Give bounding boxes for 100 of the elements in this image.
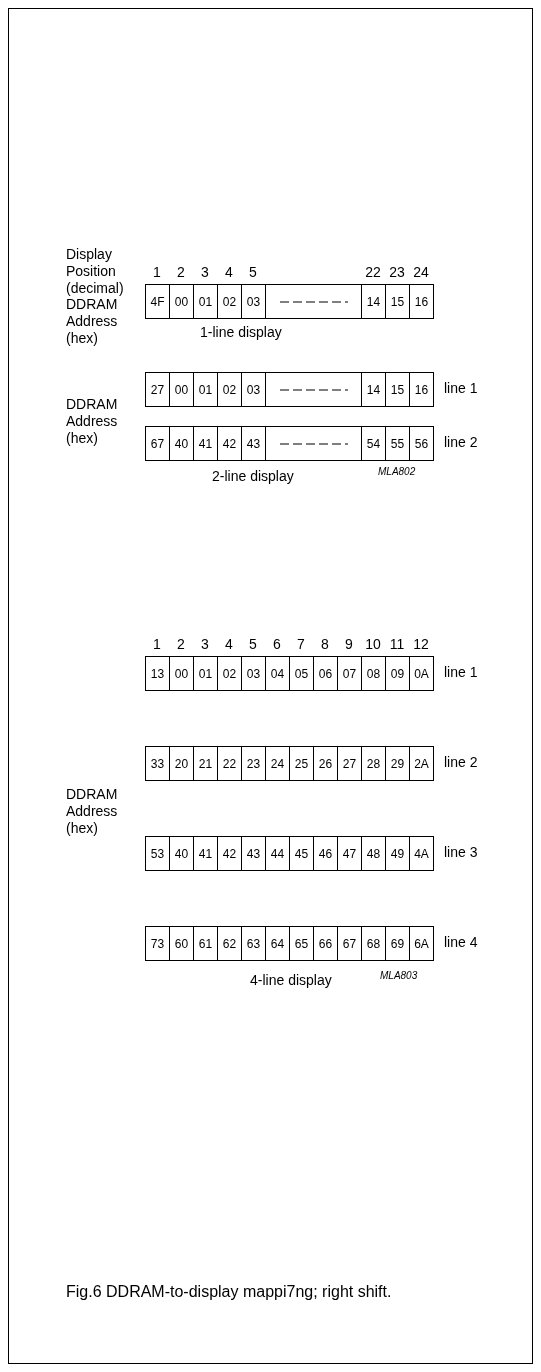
display-type-label: 2-line display xyxy=(212,468,294,485)
position-number: 23 xyxy=(388,264,406,281)
address-cell: 21 xyxy=(193,746,218,781)
line-label: line 2 xyxy=(444,754,478,771)
figure-code: MLA803 xyxy=(380,970,418,982)
address-cell: 20 xyxy=(169,746,194,781)
address-cell: 05 xyxy=(289,656,314,691)
address-cell: 42 xyxy=(217,426,242,461)
address-cell: 15 xyxy=(385,372,410,407)
address-cell: 65 xyxy=(289,926,314,961)
address-cell: 27 xyxy=(337,746,362,781)
address-cell: 44 xyxy=(265,836,290,871)
line-label: line 1 xyxy=(444,380,478,397)
address-cell: 67 xyxy=(337,926,362,961)
address-cell: 07 xyxy=(337,656,362,691)
address-cell: 2A xyxy=(409,746,434,781)
axis-label: Display Position (decimal) xyxy=(66,246,125,297)
address-cell: 40 xyxy=(169,836,194,871)
address-cell: 67 xyxy=(145,426,170,461)
position-number: 2 xyxy=(176,636,186,653)
position-number: 8 xyxy=(320,636,330,653)
address-cell: 54 xyxy=(361,426,386,461)
address-cell: 22 xyxy=(217,746,242,781)
line-label: line 3 xyxy=(444,844,478,861)
address-cell: 41 xyxy=(193,426,218,461)
position-number: 3 xyxy=(200,636,210,653)
address-cell: 03 xyxy=(241,372,266,407)
gap-box xyxy=(265,372,362,407)
position-number: 5 xyxy=(248,264,258,281)
address-cell: 01 xyxy=(193,656,218,691)
address-cell: 4A xyxy=(409,836,434,871)
address-cell: 40 xyxy=(169,426,194,461)
figure-code: MLA802 xyxy=(378,466,416,478)
address-cell: 62 xyxy=(217,926,242,961)
position-number: 11 xyxy=(388,636,406,653)
address-cell: 55 xyxy=(385,426,410,461)
address-cell: 04 xyxy=(265,656,290,691)
address-cell: 60 xyxy=(169,926,194,961)
position-number: 22 xyxy=(364,264,382,281)
position-number: 4 xyxy=(224,636,234,653)
address-cell: 61 xyxy=(193,926,218,961)
address-cell: 02 xyxy=(217,656,242,691)
address-cell: 45 xyxy=(289,836,314,871)
address-cell: 08 xyxy=(361,656,386,691)
position-number: 3 xyxy=(200,264,210,281)
address-cell: 23 xyxy=(241,746,266,781)
address-cell: 13 xyxy=(145,656,170,691)
figure-caption: Fig.6 DDRAM-to-display mappi7ng; right shift. xyxy=(66,1282,392,1302)
axis-label: DDRAM Address (hex) xyxy=(66,296,119,347)
address-cell: 73 xyxy=(145,926,170,961)
address-cell: 09 xyxy=(385,656,410,691)
address-cell: 42 xyxy=(217,836,242,871)
position-number: 2 xyxy=(176,264,186,281)
address-cell: 6A xyxy=(409,926,434,961)
position-number: 12 xyxy=(412,636,430,653)
address-cell: 49 xyxy=(385,836,410,871)
address-cell: 0A xyxy=(409,656,434,691)
position-number: 24 xyxy=(412,264,430,281)
gap-box xyxy=(265,284,362,319)
address-cell: 28 xyxy=(361,746,386,781)
address-cell: 46 xyxy=(313,836,338,871)
axis-label: DDRAM Address (hex) xyxy=(66,396,119,447)
address-cell: 14 xyxy=(361,284,386,319)
axis-label: DDRAM Address (hex) xyxy=(66,786,119,837)
address-cell: 66 xyxy=(313,926,338,961)
address-cell: 00 xyxy=(169,656,194,691)
address-cell: 26 xyxy=(313,746,338,781)
line-label: line 2 xyxy=(444,434,478,451)
position-number: 1 xyxy=(152,636,162,653)
gap-box xyxy=(265,426,362,461)
position-number: 6 xyxy=(272,636,282,653)
display-type-label: 4-line display xyxy=(250,972,332,989)
position-number: 7 xyxy=(296,636,306,653)
address-cell: 14 xyxy=(361,372,386,407)
address-cell: 01 xyxy=(193,372,218,407)
address-cell: 64 xyxy=(265,926,290,961)
position-number: 10 xyxy=(364,636,382,653)
address-cell: 15 xyxy=(385,284,410,319)
address-cell: 56 xyxy=(409,426,434,461)
address-cell: 00 xyxy=(169,372,194,407)
address-cell: 16 xyxy=(409,284,434,319)
address-cell: 29 xyxy=(385,746,410,781)
position-number: 9 xyxy=(344,636,354,653)
address-cell: 47 xyxy=(337,836,362,871)
position-number: 5 xyxy=(248,636,258,653)
address-cell: 25 xyxy=(289,746,314,781)
display-type-label: 1-line display xyxy=(200,324,282,341)
address-cell: 43 xyxy=(241,426,266,461)
address-cell: 03 xyxy=(241,284,266,319)
position-number: 4 xyxy=(224,264,234,281)
address-cell: 27 xyxy=(145,372,170,407)
address-cell: 02 xyxy=(217,284,242,319)
address-cell: 48 xyxy=(361,836,386,871)
address-cell: 63 xyxy=(241,926,266,961)
address-cell: 03 xyxy=(241,656,266,691)
address-cell: 01 xyxy=(193,284,218,319)
line-label: line 4 xyxy=(444,934,478,951)
address-cell: 33 xyxy=(145,746,170,781)
position-number: 1 xyxy=(152,264,162,281)
address-cell: 00 xyxy=(169,284,194,319)
